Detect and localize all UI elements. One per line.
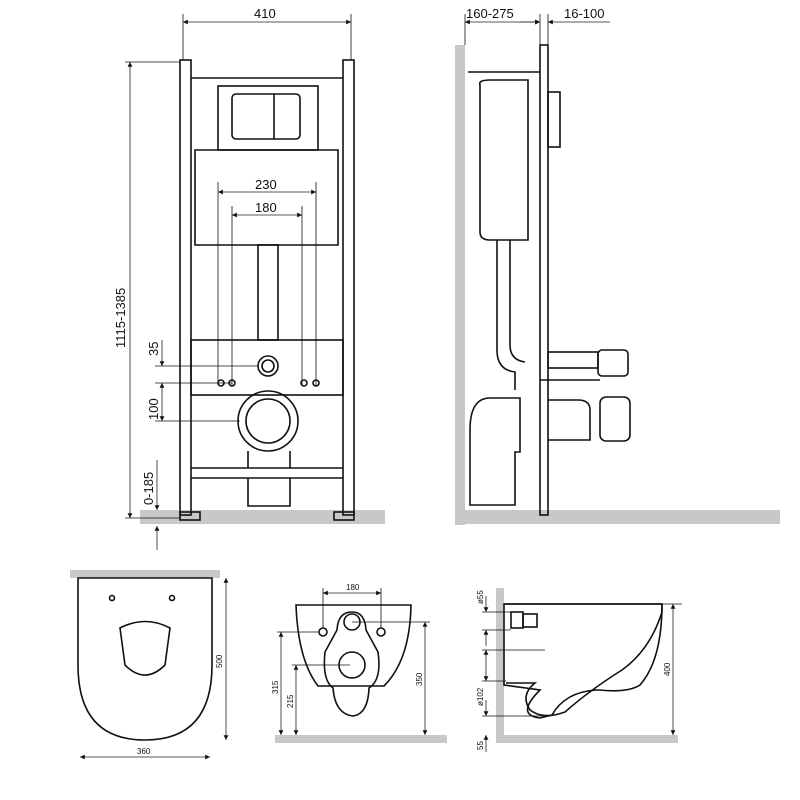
dim-drain-offset: 100 xyxy=(146,398,161,420)
dim-inlet-offset: 35 xyxy=(146,342,161,356)
dim-frame-width: 410 xyxy=(254,6,276,21)
dim-drain-height: 215 xyxy=(286,694,295,708)
dim-depth: 160-275 xyxy=(466,6,514,21)
dim-bowl-width: 360 xyxy=(137,747,151,756)
bowl-front-view: 180 315 215 350 xyxy=(271,583,447,743)
bowl-outline xyxy=(295,604,412,687)
dim-bolt-height: 315 xyxy=(271,680,280,694)
floor xyxy=(140,510,385,524)
dim-drain-diameter: ø102 xyxy=(476,687,485,706)
downpipe xyxy=(257,244,279,341)
dim-bowl-length: 500 xyxy=(215,654,224,668)
dim-inlet-height: 350 xyxy=(415,672,424,686)
dim-frame-height: 1115-1385 xyxy=(113,288,128,348)
panel xyxy=(539,44,549,516)
cistern xyxy=(194,149,339,246)
dim-outlet-inner: 180 xyxy=(255,200,277,215)
dim-outlet-outer: 230 xyxy=(255,177,277,192)
bowl-outline xyxy=(503,603,663,719)
dim-wall-thickness: 16-100 xyxy=(564,6,604,21)
crossbar xyxy=(190,339,344,396)
dim-bolt-spacing: 180 xyxy=(346,583,360,592)
frame-side-view: 160-275 16-100 xyxy=(455,6,780,525)
bowl-side-view: ø55 ø102 55 400 xyxy=(476,588,682,752)
bowl-outline xyxy=(77,577,213,741)
wall xyxy=(455,45,465,525)
flush-buttons xyxy=(231,93,301,140)
bowl-top-view: 360 500 xyxy=(70,570,229,760)
seat-opening xyxy=(119,620,171,676)
frame-post-right xyxy=(342,59,355,516)
frame-front-view: 410 230 180 1115-1385 35 100 xyxy=(113,6,385,550)
dim-bowl-height: 400 xyxy=(663,662,672,676)
dim-bottom-gap: 55 xyxy=(476,741,485,750)
dim-inlet-diameter: ø55 xyxy=(476,590,485,604)
cistern xyxy=(478,79,529,241)
frame-post-left xyxy=(179,59,192,516)
dim-leg-adjust: 0-185 xyxy=(141,472,156,505)
drain-connector xyxy=(237,390,299,452)
floor xyxy=(455,510,780,524)
